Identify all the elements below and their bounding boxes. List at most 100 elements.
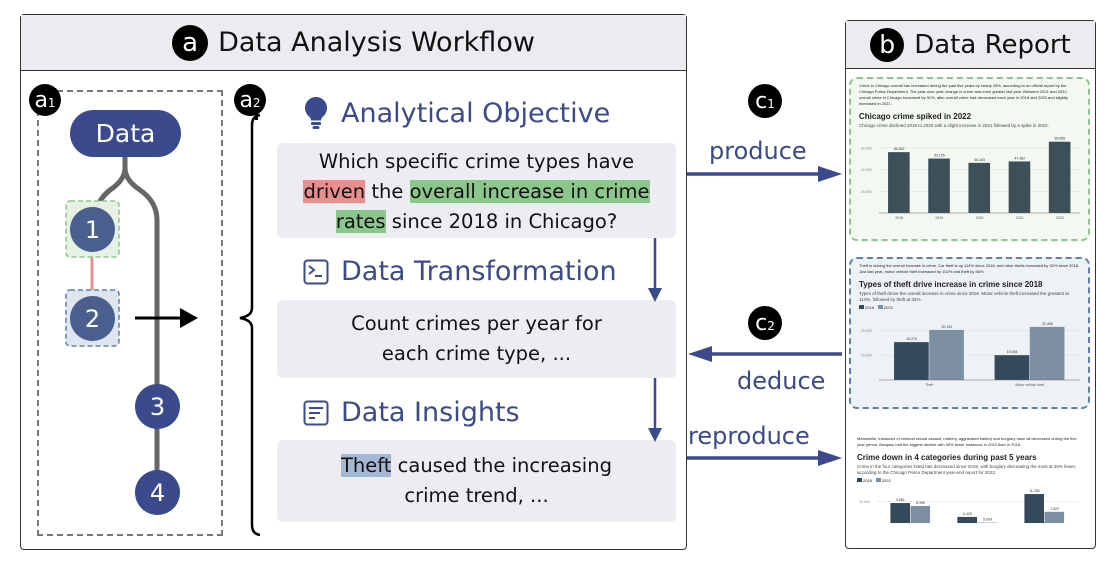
a2-sub: 2 xyxy=(252,96,261,110)
x-tick-label: 2019 xyxy=(935,216,943,220)
terminal-icon xyxy=(303,259,329,284)
section-2-paragraph: Theft is driving the overall increase in… xyxy=(859,263,1080,274)
objective-line-2: driven the overall increase in crime xyxy=(287,177,666,207)
bar xyxy=(929,329,964,380)
workflow-header: a Data Analysis Workflow xyxy=(21,15,686,71)
y-tick-label: 40,000 xyxy=(861,168,872,172)
objective-box: Which specific crime types have driven t… xyxy=(277,143,676,238)
x-tick-label: Theft xyxy=(925,383,933,387)
insights-text: caused the increasing crime trend, ... xyxy=(391,454,612,507)
objective-line-1: Which specific crime types have xyxy=(318,150,635,173)
data-label: 9,681 xyxy=(896,498,905,502)
data-label: 47,482 xyxy=(1014,156,1025,160)
highlight-theft: Theft xyxy=(341,454,392,477)
brace xyxy=(239,113,260,537)
lightbulb-icon xyxy=(304,96,328,129)
reproduce-arrow-head xyxy=(818,450,842,466)
step-node-3[interactable]: 3 xyxy=(135,384,180,429)
bar xyxy=(1048,141,1071,213)
step-node-4[interactable]: 4 xyxy=(135,470,180,515)
section-2-title: Types of theft drive increase in crime s… xyxy=(859,280,1043,289)
data-node[interactable]: Data xyxy=(70,110,181,157)
objective-text-2: the xyxy=(365,180,410,203)
data-label: 7,622 xyxy=(1050,507,1059,511)
report-section-1: Crime in Chicago overall has increased d… xyxy=(849,77,1090,241)
data-label: 20,194 xyxy=(941,325,952,329)
deduce-label: deduce xyxy=(737,367,826,395)
bar xyxy=(910,505,931,523)
insights-header: Data Insights xyxy=(303,397,520,428)
objective-header: Analytical Objective xyxy=(303,96,610,130)
x-tick-label: 2022 xyxy=(1056,216,1064,220)
bar xyxy=(888,152,910,213)
data-label: 56,062 xyxy=(894,147,905,151)
data-label: 11,784 xyxy=(1029,489,1039,493)
c1-letter: c xyxy=(755,88,768,114)
data-label: 15,274 xyxy=(906,337,917,341)
a1-letter: a xyxy=(34,87,48,113)
report-title: Data Report xyxy=(914,29,1071,60)
data-label: 6,425 xyxy=(963,512,972,516)
transformation-header: Data Transformation xyxy=(303,256,617,287)
data-label: 65,655 xyxy=(1055,137,1066,141)
panel-a-badge: a xyxy=(172,24,209,61)
highlight-rates: rates xyxy=(335,210,386,233)
bar xyxy=(928,158,950,213)
report-section-3: Meanwhile, instances of criminal sexual … xyxy=(849,432,1090,544)
objective-text-3: since 2018 in Chicago? xyxy=(385,210,618,233)
bar xyxy=(1008,161,1031,213)
section-1-subtitle: Chicago crime declined 2018 to 2020 with… xyxy=(859,123,1049,128)
document-icon xyxy=(303,400,329,425)
transformation-text: Count crimes per year for each crime typ… xyxy=(351,312,602,365)
section-1-title: Chicago crime spiked in 2022 xyxy=(859,112,972,121)
a2-letter: a xyxy=(239,87,253,113)
a1-box xyxy=(37,90,223,536)
section-3-title: Crime down in 4 categories during past 5… xyxy=(857,453,1037,462)
step-node-1[interactable]: 1 xyxy=(70,207,115,252)
y-tick-label: 20,000 xyxy=(861,190,872,194)
bar xyxy=(1044,511,1065,523)
produce-arrow-head xyxy=(818,166,842,182)
x-tick-label: 2020 xyxy=(976,216,984,220)
data-label: 8,996 xyxy=(916,501,925,505)
bar xyxy=(957,516,977,523)
transformation-box: Count crimes per year for each crime typ… xyxy=(277,300,676,378)
y-tick-label: 10,000 xyxy=(859,500,870,504)
deduce-arrow-head xyxy=(688,346,712,362)
arrow-to-a2-head xyxy=(180,308,198,328)
bar xyxy=(1029,326,1065,380)
legend-2022: 2022 xyxy=(881,478,891,483)
section-1-paragraph: Crime in Chicago overall has increased d… xyxy=(859,83,1069,106)
bar xyxy=(994,355,1030,380)
c1-sub: 1 xyxy=(767,97,775,111)
section-3-paragraph: Meanwhile, instances of criminal sexual … xyxy=(857,436,1078,447)
highlight-driven: driven xyxy=(303,180,366,203)
report-section-2: Theft is driving the overall increase in… xyxy=(849,257,1090,409)
chart-1: 60,00040,00020,00056,062201850,155201946… xyxy=(861,137,1080,220)
objective-title: Analytical Objective xyxy=(341,97,611,129)
chart-3: 10,000 9,681 8,996 6,425 5,099 11,784 7,622 xyxy=(859,489,1078,523)
legend-2018: 2018 xyxy=(865,305,874,310)
data-label: 5,099 xyxy=(983,518,992,522)
a1-sub: 1 xyxy=(47,96,56,110)
c2-letter: c xyxy=(755,310,768,336)
data-label: 10,004 xyxy=(1007,350,1018,354)
insights-box: Theft caused the increasing crime trend,… xyxy=(277,440,676,522)
x-tick-label: 2018 xyxy=(895,216,903,220)
y-tick-label: 20,000 xyxy=(861,329,872,333)
objective-line-3: rates since 2018 in Chicago? xyxy=(287,207,666,237)
step-node-2[interactable]: 2 xyxy=(70,296,115,341)
data-label: 46,183 xyxy=(974,158,985,162)
x-tick-label: Motor vehicle theft xyxy=(1015,383,1044,387)
section-3-subtitle: Crime in the four categories listed has … xyxy=(857,464,1077,475)
c2-sub: 2 xyxy=(767,319,775,333)
data-label: 21,408 xyxy=(1042,322,1053,326)
transformation-title: Data Transformation xyxy=(341,256,617,287)
section-2-subtitle: Types of theft drove the overall increas… xyxy=(859,291,1069,302)
